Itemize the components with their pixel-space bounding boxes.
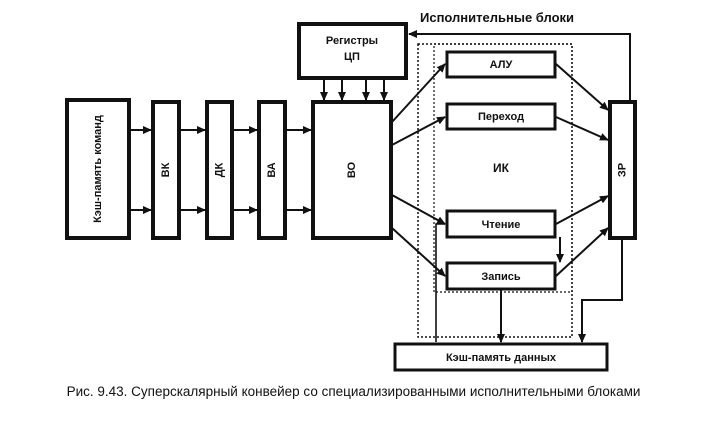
pipeline-diagram: Исполнительные блоки Кэш-память команд В… xyxy=(65,10,637,372)
va-block xyxy=(257,100,287,240)
chtenie-block xyxy=(445,209,557,239)
vo-label: ВО xyxy=(346,161,358,178)
instruction-cache-label: Кэш-память команд xyxy=(92,115,104,223)
chtenie-label: Чтение xyxy=(482,219,521,231)
alu-label: АЛУ xyxy=(490,59,513,71)
register-read-arrows xyxy=(320,80,388,101)
zapis-block xyxy=(445,261,557,291)
exec-units-region-inner xyxy=(433,43,573,293)
register-writeback-arrow xyxy=(408,30,631,100)
exec-units-region xyxy=(417,43,573,338)
zapis-label: Запись xyxy=(481,271,521,283)
perehod-block xyxy=(445,102,557,131)
figure-caption: Рис. 9.43. Суперскалярный конвейер со сп… xyxy=(66,384,641,399)
exec-units-title: Исполнительные блоки xyxy=(420,10,574,25)
zr-to-data-cache-arrow xyxy=(578,240,623,343)
zr-label: ЗР xyxy=(616,163,628,177)
cpu-registers-label-1: Регистры xyxy=(326,35,378,47)
instruction-cache-block xyxy=(65,98,131,240)
dk-label: ДК xyxy=(213,162,225,177)
writeback-arrows xyxy=(555,63,609,277)
data-cache-block xyxy=(393,342,609,372)
vk-block xyxy=(151,100,181,240)
data-cache-to-read-arrow xyxy=(435,223,445,342)
vk-label: ВК xyxy=(160,162,172,177)
cpu-registers-label-2: ЦП xyxy=(344,51,360,63)
alu-block xyxy=(445,50,557,79)
ik-label: ИК xyxy=(493,161,510,175)
va-label: ВА xyxy=(266,162,278,177)
zr-block xyxy=(608,100,637,240)
data-cache-label: Кэш-память данных xyxy=(446,352,557,364)
dk-block xyxy=(205,100,234,240)
perehod-label: Переход xyxy=(478,111,524,123)
vo-block xyxy=(311,100,393,240)
cpu-registers-block xyxy=(297,22,408,80)
pipeline-arrows xyxy=(131,126,312,214)
